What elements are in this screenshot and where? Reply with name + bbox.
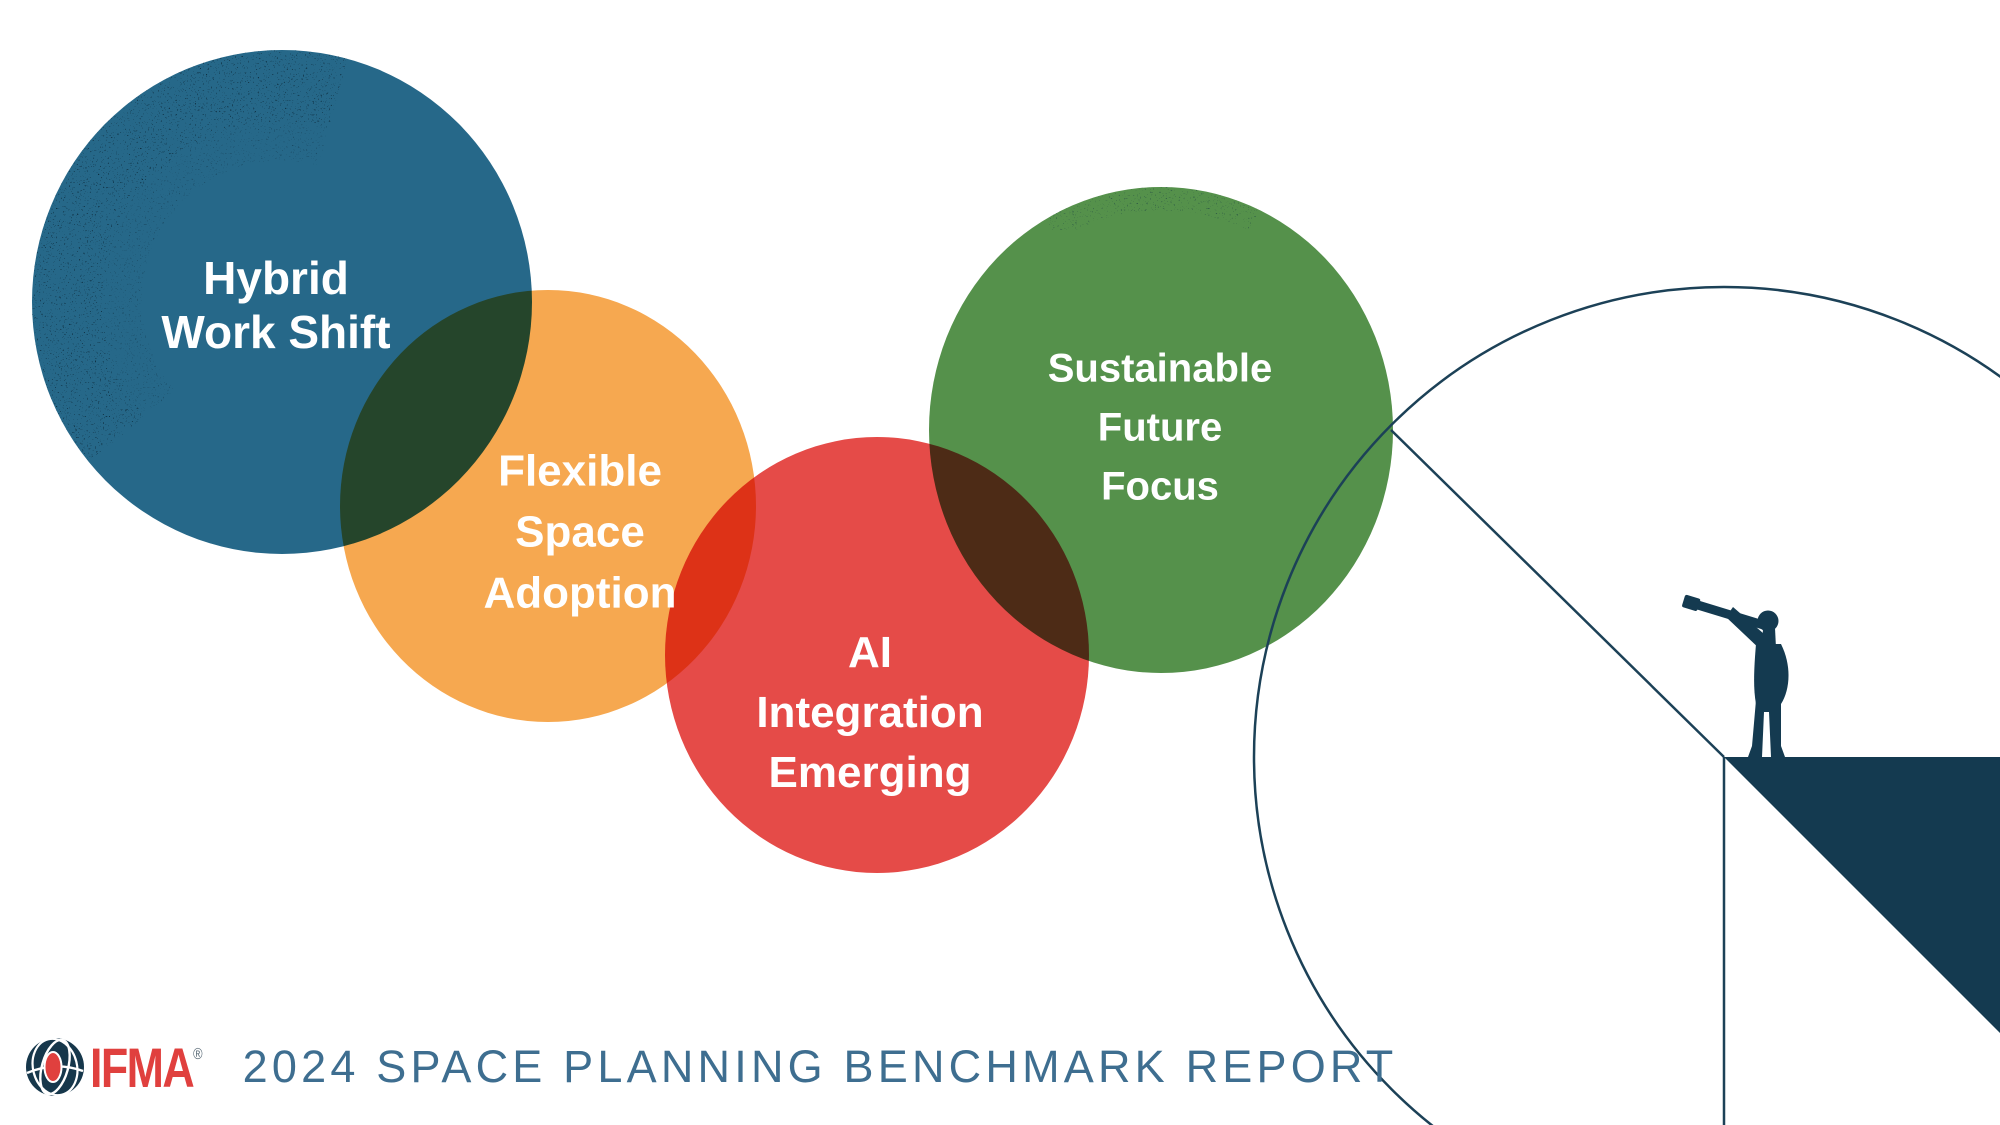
label-line: Space [515, 507, 645, 557]
ifma-globe-icon [26, 1037, 84, 1097]
ifma-logotype: IFMA® [90, 1035, 203, 1099]
green-bubble-speckle-texture [1034, 187, 1270, 240]
label-line: Focus [1101, 464, 1219, 509]
bubble-flexible-space-adoption [340, 290, 756, 722]
outlook-circle [1252, 285, 2000, 1125]
label-line: Hybrid [203, 252, 349, 304]
bubble-label-ai-integration-emerging: AI Integration Emerging [756, 623, 983, 803]
label-line: Work Shift [161, 306, 391, 358]
label-line: Sustainable [1047, 346, 1273, 391]
bubble-label-sustainable-future-focus: Sustainable Future Focus [1048, 340, 1273, 517]
label-line: Adoption [483, 568, 677, 618]
bubble-label-flexible-space-adoption: Flexible Space Adoption [483, 441, 676, 624]
ifma-logo: IFMA® [24, 1035, 231, 1100]
sight-line [1390, 429, 1725, 758]
report-title: 2024 SPACE PLANNING BENCHMARK REPORT [242, 1041, 1398, 1092]
person-telescope-icon [1682, 594, 1789, 757]
cliff-wedge [1724, 757, 2000, 1033]
footer: IFMA® 2024 SPACE PLANNING BENCHMARK REPO… [24, 1034, 1397, 1100]
label-line: AI [847, 628, 892, 677]
label-line: Future [1097, 405, 1223, 450]
label-line: Flexible [498, 446, 662, 496]
bubble-label-hybrid-work-shift: Hybrid Work Shift [161, 251, 390, 359]
registered-mark: ® [193, 1045, 203, 1063]
label-line: Integration [756, 688, 984, 737]
label-line: Emerging [768, 748, 972, 797]
bubble-sustainable-future-focus [929, 187, 1393, 673]
blue-bubble-speckle-texture [32, 50, 358, 488]
